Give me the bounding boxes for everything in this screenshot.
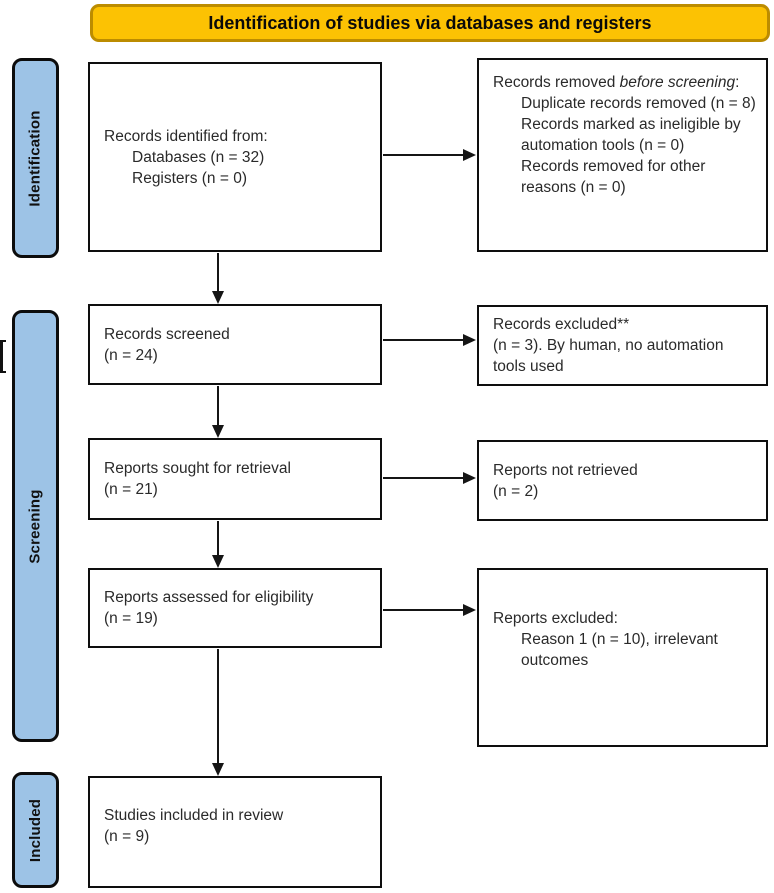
records-removed-title-suffix: : xyxy=(735,74,740,91)
arrow-sought-to-assessed xyxy=(212,521,224,568)
box-reports-sought: Reports sought for retrieval (n = 21) xyxy=(88,438,382,520)
box-studies-included: Studies included in review (n = 9) xyxy=(88,776,382,888)
box-studies-included-line: (n = 9) xyxy=(104,828,150,845)
box-records-excluded-line: Records excluded** xyxy=(493,316,630,333)
box-records-removed-title: Records removed before screening: xyxy=(493,72,758,93)
box-reports-assessed-line: Reports assessed for eligibility xyxy=(104,589,314,606)
box-reports-assessed-line: (n = 19) xyxy=(104,610,158,627)
box-reports-not-retrieved-line: (n = 2) xyxy=(493,482,539,500)
box-studies-included-content: Studies included in review (n = 9) xyxy=(104,805,372,847)
banner-title-text: Identification of studies via databases … xyxy=(208,12,652,33)
box-records-identified: Records identified from: Databases (n = … xyxy=(88,62,382,252)
arrow-identified-to-screened xyxy=(212,253,224,304)
box-records-removed-item: Duplicate records removed (n = 8) xyxy=(521,95,756,112)
box-reports-assessed: Reports assessed for eligibility (n = 19… xyxy=(88,568,382,648)
banner-title: Identification of studies via databases … xyxy=(90,4,770,42)
box-reports-not-retrieved: Reports not retrieved (n = 2) xyxy=(477,440,768,521)
arrow-assessed-to-reports-excluded xyxy=(383,604,476,616)
box-records-identified-title: Records identified from: xyxy=(104,127,268,145)
stage-bar-identification: Identification xyxy=(12,58,59,258)
box-records-identified-item: Databases (n = 32) xyxy=(132,148,265,166)
arrow-assessed-to-included xyxy=(212,649,224,776)
stage-label-screening: Screening xyxy=(27,488,45,564)
box-reports-not-retrieved-line: Reports not retrieved xyxy=(493,461,638,479)
stage-bar-screening: Screening xyxy=(12,310,59,742)
box-reports-excluded-item: Reason 1 (n = 10), irrelevant outcomes xyxy=(521,631,718,669)
box-reports-sought-line: Reports sought for retrieval xyxy=(104,460,291,477)
arrow-screened-to-excluded xyxy=(383,334,476,346)
box-reports-excluded: Reports excluded: Reason 1 (n = 10), irr… xyxy=(477,568,768,747)
arrow-sought-to-not-retrieved xyxy=(383,472,476,484)
box-records-removed-item: Records marked as ineligible by automati… xyxy=(521,116,741,154)
stage-label-identification: Identification xyxy=(27,109,45,207)
stage-label-included: Included xyxy=(27,798,44,862)
box-records-screened-line: (n = 24) xyxy=(104,346,158,364)
box-records-excluded-line: (n = 3). By human, no automation tools u… xyxy=(493,337,724,375)
box-studies-included-line: Studies included in review xyxy=(104,807,284,824)
box-reports-sought-line: (n = 21) xyxy=(104,481,158,498)
records-removed-title-prefix: Records removed xyxy=(493,74,620,91)
records-removed-title-italic: before screening xyxy=(619,74,736,91)
box-records-removed-item: Records removed for other reasons (n = 0… xyxy=(521,158,706,196)
box-reports-excluded-content: Reports excluded: Reason 1 (n = 10), irr… xyxy=(493,608,758,671)
box-records-removed: Records removed before screening: Duplic… xyxy=(477,58,768,252)
box-records-excluded: Records excluded** (n = 3). By human, no… xyxy=(477,305,768,386)
box-records-screened: Records screened (n = 24) xyxy=(88,304,382,385)
box-records-screened-line: Records screened xyxy=(104,325,230,343)
box-records-identified-item: Registers (n = 0) xyxy=(132,169,248,187)
arrow-identified-to-removed xyxy=(383,149,476,161)
arrow-screened-to-sought xyxy=(212,386,224,438)
box-reports-excluded-title: Reports excluded: xyxy=(493,610,618,627)
stage-bar-included: Included xyxy=(12,772,59,888)
cropped-edge-artifact xyxy=(0,340,6,373)
